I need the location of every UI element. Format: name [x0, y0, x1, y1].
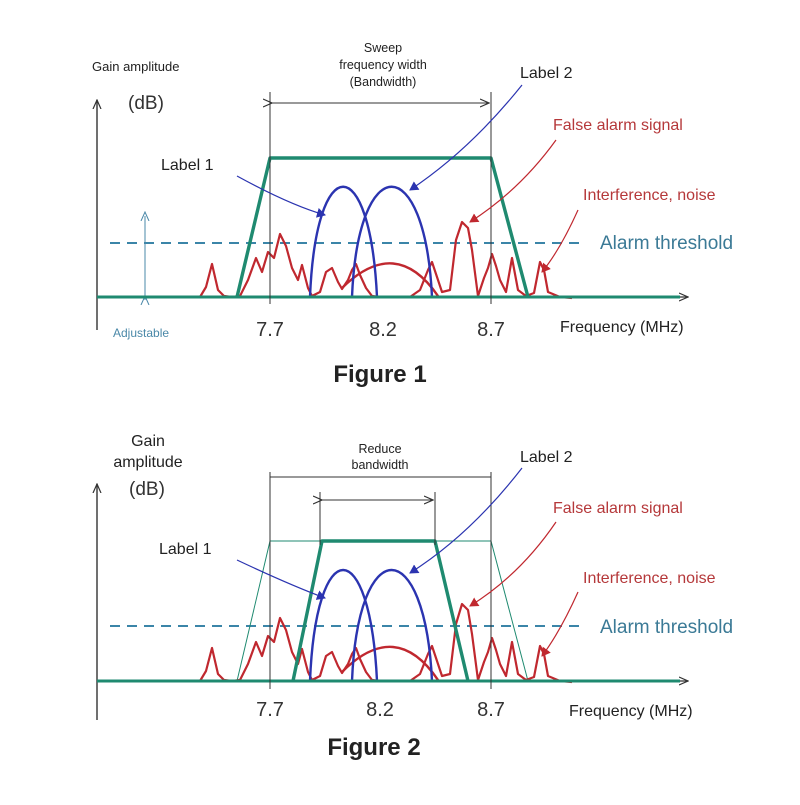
- fig2-label2: Label 2: [520, 449, 573, 466]
- fig1-caption: Figure 1: [333, 361, 426, 388]
- fig2-false-alarm-arrow: [469, 521, 557, 607]
- fig1-bandwidth-label-2: frequency width: [339, 58, 427, 72]
- fig2-label1-arrow: [236, 559, 326, 600]
- fig1-false-alarm-label: False alarm signal: [553, 117, 683, 134]
- fig2-x-label: Frequency (MHz): [569, 703, 693, 720]
- fig2-lobe-right: [350, 568, 434, 682]
- fig2-noise-signal: [199, 602, 573, 684]
- fig1-lobe-left: [308, 185, 379, 298]
- fig1-bandwidth-label-3: (Bandwidth): [350, 75, 417, 89]
- fig2-y-unit: (dB): [129, 479, 165, 500]
- fig2-lobe-left: [308, 569, 379, 682]
- fig1-interference-label: Interference, noise: [583, 187, 716, 204]
- fig1-y-label: Gain amplitude: [92, 59, 179, 74]
- fig2-alarm-threshold-label: Alarm threshold: [600, 617, 733, 638]
- fig2-bandwidth-label-1: Reduce: [358, 442, 401, 456]
- figure-2: Gain amplitude (dB) Reduce bandwidth Lab…: [97, 433, 733, 761]
- fig1-tick-7-7: 7.7: [256, 319, 284, 341]
- fig2-false-alarm-label: False alarm signal: [553, 500, 683, 517]
- fig1-bandwidth-filter: [235, 156, 530, 298]
- fig2-reduced-filter: [291, 539, 470, 682]
- fig1-x-label: Frequency (MHz): [560, 319, 684, 336]
- fig2-interference-arrow: [541, 591, 579, 657]
- fig2-label2-arrow: [409, 467, 523, 574]
- fig1-label2: Label 2: [520, 65, 573, 82]
- fig1-bandwidth-label-1: Sweep: [364, 41, 402, 55]
- fig2-y-label-2: amplitude: [113, 454, 182, 471]
- fig2-y-label-1: Gain: [131, 433, 165, 450]
- fig1-label2-arrow: [409, 84, 523, 191]
- fig1-y-unit: (dB): [128, 93, 164, 114]
- fig2-tick-7-7: 7.7: [256, 699, 284, 721]
- fig1-noise-signal: [199, 220, 573, 300]
- fig2-bandwidth-label-2: bandwidth: [352, 458, 409, 472]
- fig1-adjustable-label: Adjustable: [113, 326, 169, 340]
- fig1-interference-arrow: [541, 209, 579, 273]
- fig2-tick-8-2: 8.2: [366, 699, 394, 721]
- fig1-label1: Label 1: [161, 157, 214, 174]
- fig1-tick-8-2: 8.2: [369, 319, 397, 341]
- fig2-label1: Label 1: [159, 541, 212, 558]
- fig1-lobe-right: [350, 185, 434, 298]
- figure-1: Gain amplitude (dB) Sweep frequency widt…: [92, 41, 733, 388]
- fig1-false-alarm-arrow: [469, 139, 557, 223]
- fig2-interference-label: Interference, noise: [583, 570, 716, 587]
- fig1-alarm-threshold-label: Alarm threshold: [600, 233, 733, 254]
- fig2-caption: Figure 2: [327, 734, 420, 761]
- fig1-label1-arrow: [236, 175, 326, 218]
- fig2-tick-8-7: 8.7: [477, 699, 505, 721]
- fig1-tick-8-7: 8.7: [477, 319, 505, 341]
